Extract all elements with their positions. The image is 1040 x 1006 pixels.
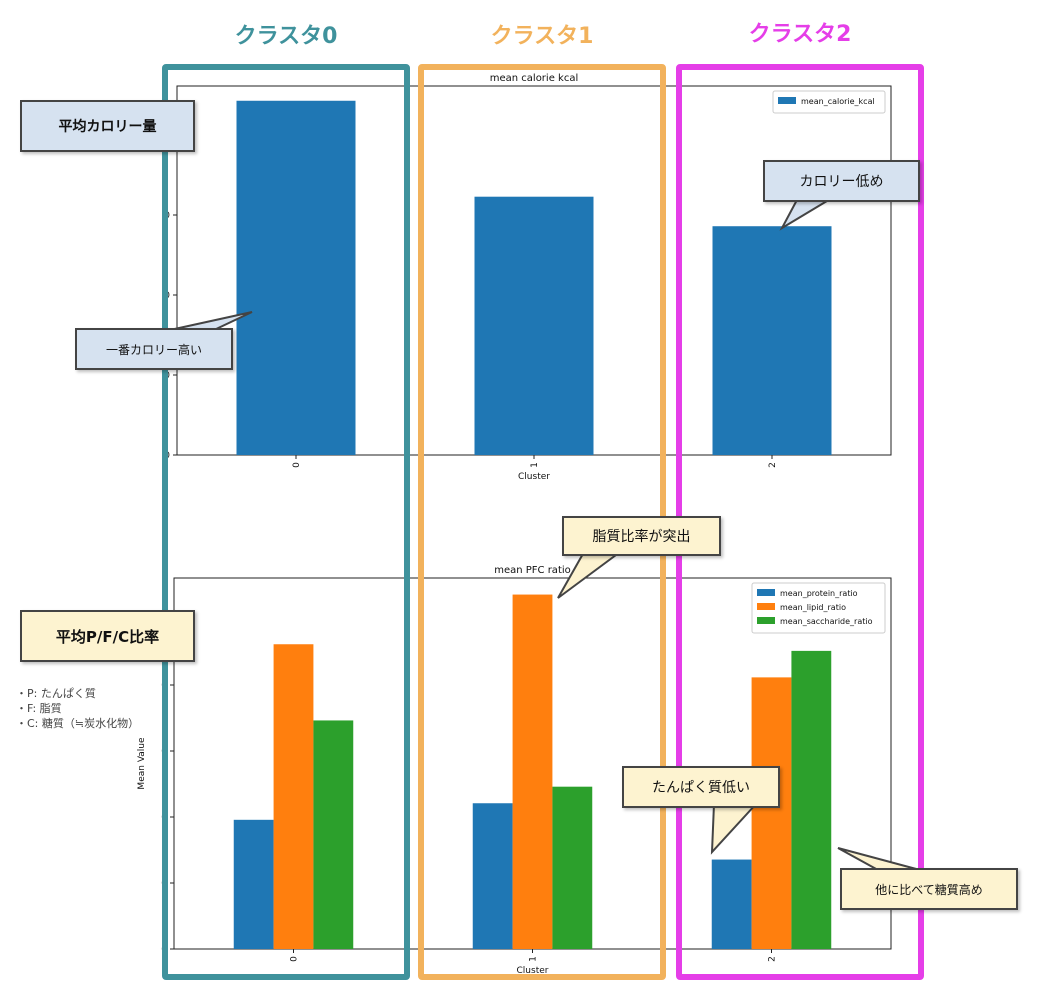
callout-highest-calorie: 一番カロリー高い bbox=[75, 328, 233, 370]
legend-box bbox=[772, 90, 886, 114]
bar-mean_calorie_kcal-0 bbox=[236, 100, 356, 455]
cluster-0-title: クラスタ0 bbox=[234, 24, 338, 49]
chart-title: mean calorie kcal bbox=[490, 73, 578, 84]
cluster-1-title: クラスタ1 bbox=[490, 24, 594, 49]
calorie-section-label: 平均カロリー量 bbox=[20, 100, 195, 152]
legend-swatch bbox=[757, 603, 775, 610]
callout-low-protein: たんぱく質低い bbox=[622, 766, 780, 808]
x-tick-label: 0 bbox=[290, 956, 300, 962]
legend-label: mean_lipid_ratio bbox=[780, 603, 846, 612]
legend-label: mean_calorie_kcal bbox=[801, 97, 875, 106]
callout-low-calorie: カロリー低め bbox=[763, 160, 920, 202]
legend-swatch bbox=[757, 589, 775, 596]
x-tick-label: 2 bbox=[768, 956, 778, 962]
legend-label: mean_protein_ratio bbox=[780, 589, 858, 598]
x-tick-label: 1 bbox=[530, 462, 540, 468]
note-saccharide: ・C: 糖質（≒炭水化物） bbox=[16, 717, 140, 730]
pfc-section-label: 平均P/F/C比率 bbox=[20, 610, 195, 662]
note-lipid: ・F: 脂質 bbox=[16, 702, 62, 715]
legend-box bbox=[751, 582, 886, 634]
cluster-2-title: クラスタ2 bbox=[748, 22, 852, 47]
bar-mean_calorie_kcal-1 bbox=[474, 196, 594, 455]
callout-high-saccharide: 他に比べて糖質高め bbox=[840, 868, 1018, 910]
legend: mean_calorie_kcal bbox=[772, 90, 886, 114]
legend-swatch bbox=[757, 617, 775, 624]
cluster-0-outline bbox=[162, 64, 410, 980]
x-tick-label: 2 bbox=[768, 462, 778, 468]
x-axis-label: Cluster bbox=[518, 472, 550, 482]
chart-title: mean PFC ratio bbox=[494, 565, 571, 576]
pfc-notes: ・P: たんぱく質 ・F: 脂質 ・C: 糖質（≒炭水化物） bbox=[16, 686, 139, 731]
legend-label: mean_saccharide_ratio bbox=[780, 617, 873, 626]
bar-mean_saccharide_ratio-1 bbox=[552, 786, 593, 949]
y-axis-label: Mean Value bbox=[137, 737, 147, 790]
bar-mean_protein_ratio-1 bbox=[472, 803, 513, 949]
bar-mean_protein_ratio-0 bbox=[233, 819, 274, 949]
note-protein: ・P: たんぱく質 bbox=[16, 687, 96, 700]
x-tick-label: 1 bbox=[529, 956, 539, 962]
bar-mean_calorie_kcal-2 bbox=[712, 226, 832, 455]
legend: mean_protein_ratio mean_lipid_ratio mean_s… bbox=[751, 582, 886, 634]
x-axis-label: Cluster bbox=[517, 966, 549, 976]
x-tick-label: 0 bbox=[292, 462, 302, 468]
callout-lipid-stand-out: 脂質比率が突出 bbox=[562, 516, 721, 556]
bar-mean_lipid_ratio-0 bbox=[273, 644, 314, 949]
bar-mean_saccharide_ratio-0 bbox=[313, 720, 354, 949]
bar-mean_lipid_ratio-1 bbox=[512, 594, 553, 949]
legend-swatch bbox=[778, 97, 796, 104]
bar-mean_protein_ratio-2 bbox=[711, 859, 752, 949]
bar-mean_saccharide_ratio-2 bbox=[791, 650, 832, 949]
